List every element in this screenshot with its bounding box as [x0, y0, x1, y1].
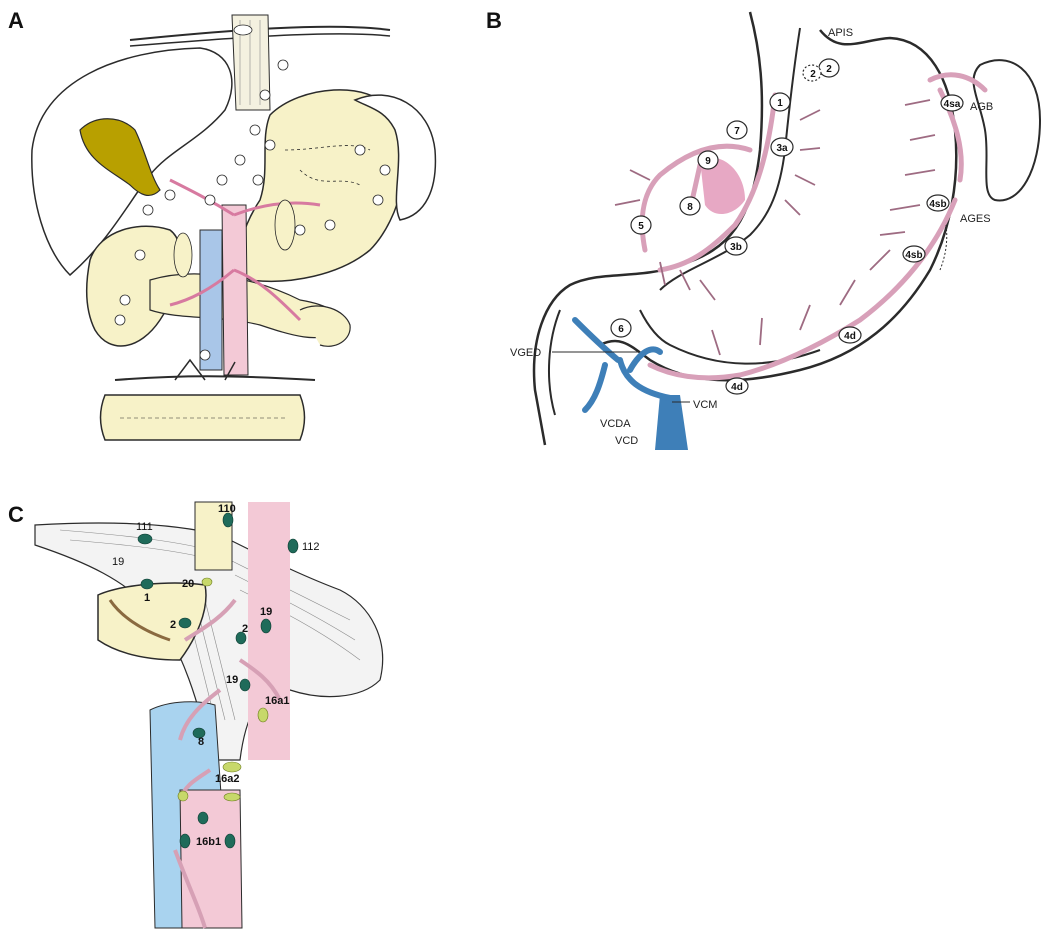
vena-cava: [200, 230, 222, 370]
node: [380, 165, 390, 175]
node: [295, 225, 305, 235]
node: [235, 155, 245, 165]
node: [260, 90, 270, 100]
node: [217, 175, 227, 185]
node: [200, 350, 210, 360]
node: [265, 140, 275, 150]
node: [355, 145, 365, 155]
node: [143, 205, 153, 215]
stomach: [239, 90, 405, 281]
node-110: [234, 25, 252, 35]
node: [373, 195, 383, 205]
node: [165, 190, 175, 200]
node: [278, 60, 288, 70]
node: [325, 220, 335, 230]
node: [115, 315, 125, 325]
node: [250, 125, 260, 135]
node: [120, 295, 130, 305]
node: [135, 250, 145, 260]
node: [205, 195, 215, 205]
colon: [101, 395, 305, 440]
node: [253, 175, 263, 185]
aorta: [222, 205, 248, 375]
